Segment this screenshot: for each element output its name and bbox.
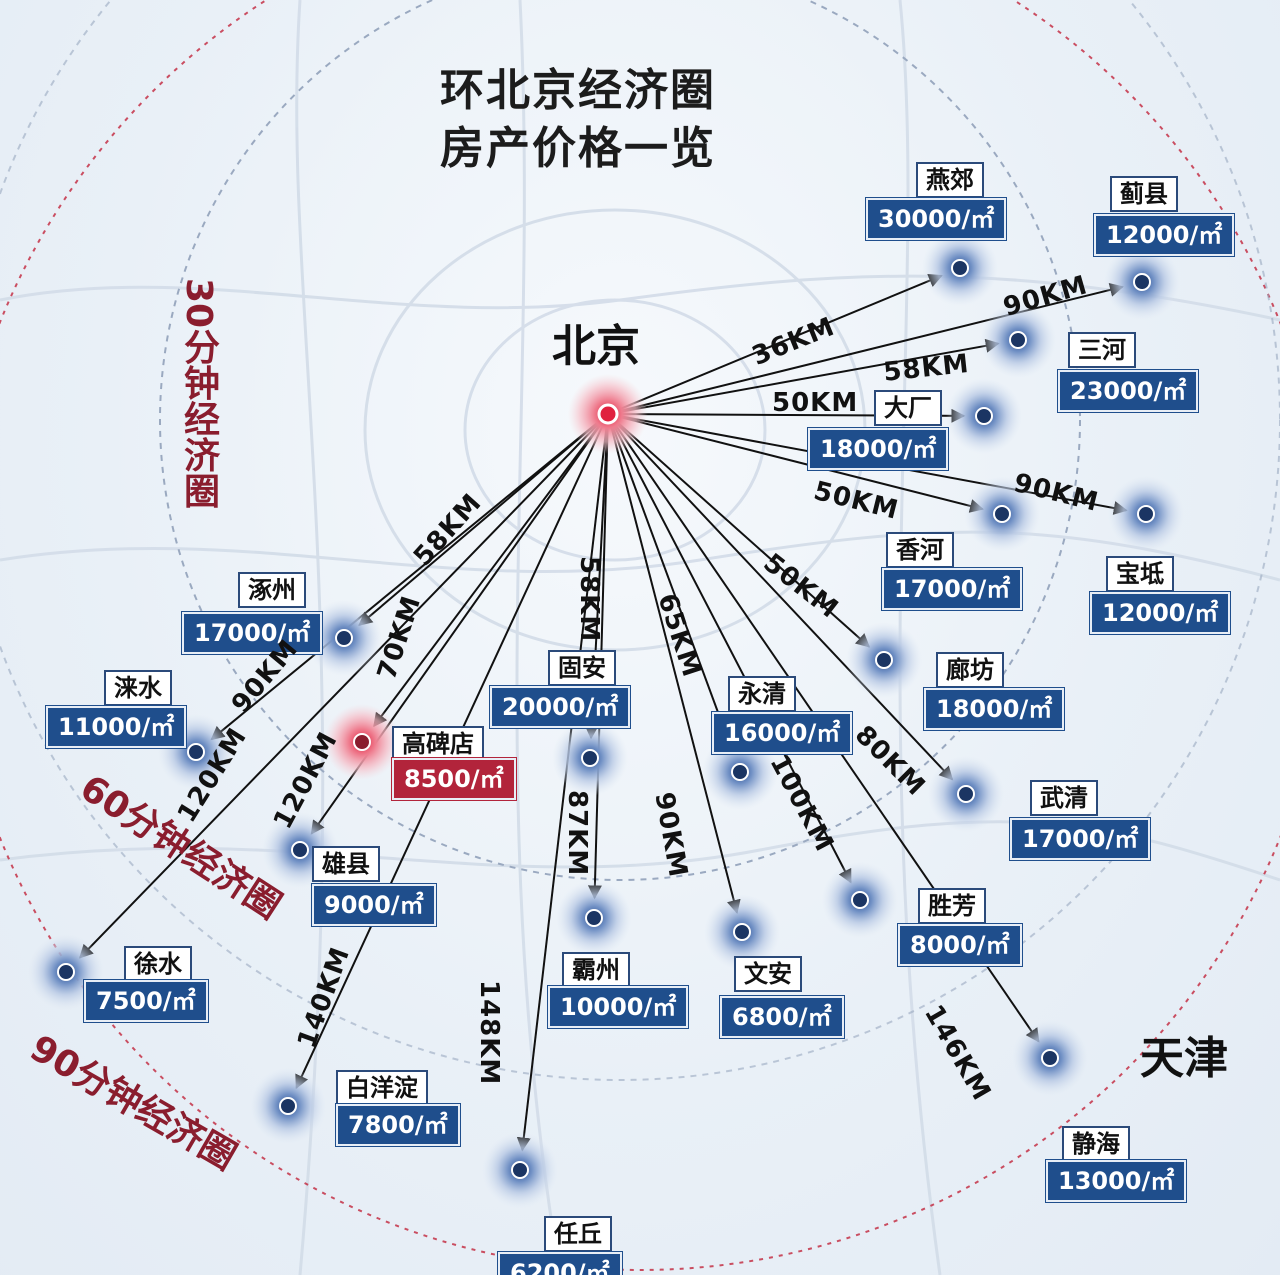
city-8-name: 胜芳 bbox=[918, 888, 986, 924]
city-1-marker[interactable] bbox=[1133, 273, 1151, 291]
city-16-name: 高碑店 bbox=[392, 726, 484, 762]
beijing-label: 北京 bbox=[552, 321, 640, 372]
city-4-price: 17000/㎡ bbox=[882, 568, 1023, 610]
city-19-marker[interactable] bbox=[279, 1097, 297, 1115]
city-2-name: 三河 bbox=[1068, 332, 1136, 368]
title-line-1: 环北京经济圈 bbox=[440, 65, 716, 116]
city-16-marker[interactable] bbox=[353, 733, 371, 751]
city-13-name: 霸州 bbox=[562, 952, 630, 988]
city-20-marker[interactable] bbox=[511, 1161, 529, 1179]
city-3-price: 18000/㎡ bbox=[808, 428, 949, 470]
city-4-name: 香河 bbox=[886, 532, 954, 568]
city-11-price: 6800/㎡ bbox=[720, 996, 844, 1038]
city-1-name: 蓟县 bbox=[1110, 176, 1178, 212]
city-3-name: 大厂 bbox=[874, 390, 942, 426]
city-16-route-arrow bbox=[373, 413, 609, 728]
city-19-price: 7800/㎡ bbox=[336, 1104, 460, 1146]
city-10-name: 永清 bbox=[728, 676, 796, 712]
city-13-marker[interactable] bbox=[585, 909, 603, 927]
city-9-price: 13000/㎡ bbox=[1046, 1160, 1187, 1202]
city-14-marker[interactable] bbox=[335, 629, 353, 647]
city-7-name: 武清 bbox=[1030, 780, 1098, 816]
city-8-route-arrow bbox=[607, 413, 852, 884]
city-17-marker[interactable] bbox=[291, 841, 309, 859]
city-0-marker[interactable] bbox=[951, 259, 969, 277]
city-18-price: 7500/㎡ bbox=[84, 980, 208, 1022]
city-10-route-arrow bbox=[607, 413, 736, 755]
city-7-marker[interactable] bbox=[957, 785, 975, 803]
ring-label-30: 30分钟经济圈 bbox=[178, 278, 219, 509]
city-17-price: 9000/㎡ bbox=[312, 884, 436, 926]
map-title: 环北京经济圈 房产价格一览 bbox=[440, 62, 716, 178]
city-14-name: 涿州 bbox=[238, 572, 306, 608]
city-14-price: 17000/㎡ bbox=[182, 612, 323, 654]
city-16-price: 8500/㎡ bbox=[392, 758, 516, 800]
city-11-route-arrow bbox=[607, 413, 741, 914]
city-3-distance: 50KM bbox=[772, 388, 859, 418]
city-4-marker[interactable] bbox=[993, 505, 1011, 523]
city-0-price: 30000/㎡ bbox=[866, 198, 1007, 240]
city-0-route-arrow bbox=[607, 274, 943, 415]
city-17-name: 雄县 bbox=[312, 846, 380, 882]
city-6-price: 18000/㎡ bbox=[924, 688, 1065, 730]
city-13-price: 10000/㎡ bbox=[548, 986, 689, 1028]
city-2-route-arrow bbox=[607, 338, 1000, 415]
city-20-distance: 148KM bbox=[474, 980, 504, 1086]
city-20-price: 6200/㎡ bbox=[498, 1252, 622, 1275]
city-15-price: 11000/㎡ bbox=[46, 706, 187, 748]
city-1-price: 12000/㎡ bbox=[1094, 214, 1235, 256]
title-line-2: 房产价格一览 bbox=[440, 123, 716, 174]
city-20-name: 任丘 bbox=[544, 1216, 612, 1252]
city-2-price: 23000/㎡ bbox=[1058, 370, 1199, 412]
city-15-route-arrow bbox=[210, 413, 609, 741]
city-13-distance: 87KM bbox=[562, 790, 592, 877]
city-10-price: 16000/㎡ bbox=[712, 712, 853, 754]
city-6-route-arrow bbox=[607, 413, 871, 648]
city-5-marker[interactable] bbox=[1137, 505, 1155, 523]
tianjin-label: 天津 bbox=[1140, 1033, 1228, 1084]
city-18-name: 徐水 bbox=[124, 946, 192, 982]
beijing-dot bbox=[597, 403, 619, 425]
city-12-distance: 58KM bbox=[574, 556, 604, 643]
city-8-price: 8000/㎡ bbox=[898, 924, 1022, 966]
city-6-marker[interactable] bbox=[875, 651, 893, 669]
city-3-marker[interactable] bbox=[975, 407, 993, 425]
city-7-price: 17000/㎡ bbox=[1010, 818, 1151, 860]
city-7-route-arrow bbox=[607, 413, 954, 781]
city-5-price: 12000/㎡ bbox=[1090, 592, 1231, 634]
city-11-marker[interactable] bbox=[733, 923, 751, 941]
city-18-route-arrow bbox=[78, 413, 609, 959]
city-12-name: 固安 bbox=[548, 650, 616, 686]
city-5-name: 宝坻 bbox=[1106, 556, 1174, 592]
city-2-marker[interactable] bbox=[1009, 331, 1027, 349]
city-15-name: 涞水 bbox=[104, 670, 172, 706]
city-9-name: 静海 bbox=[1062, 1126, 1130, 1162]
city-19-name: 白洋淀 bbox=[336, 1070, 428, 1106]
city-15-marker[interactable] bbox=[187, 743, 205, 761]
city-8-marker[interactable] bbox=[851, 891, 869, 909]
city-10-marker[interactable] bbox=[731, 763, 749, 781]
city-4-route-arrow bbox=[607, 413, 984, 513]
city-18-marker[interactable] bbox=[57, 963, 75, 981]
city-12-marker[interactable] bbox=[581, 749, 599, 767]
city-12-price: 20000/㎡ bbox=[490, 686, 631, 728]
city-6-name: 廊坊 bbox=[936, 652, 1004, 688]
city-11-name: 文安 bbox=[734, 956, 802, 992]
city-9-marker[interactable] bbox=[1041, 1049, 1059, 1067]
city-0-name: 燕郊 bbox=[916, 162, 984, 198]
